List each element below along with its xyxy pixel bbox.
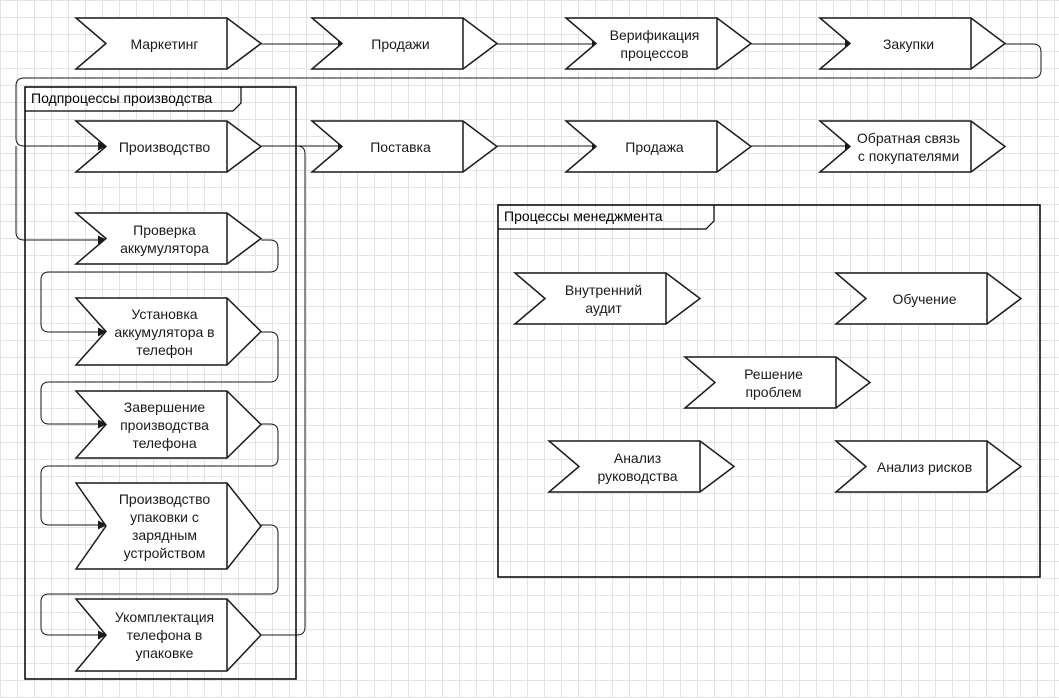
marketing-label: Маркетинг [130, 35, 199, 52]
phone-finish-label: Завершение производства телефона [120, 398, 209, 451]
sales-label: Продажи [371, 35, 430, 52]
phone-packing-label: Укомплектация телефона в упаковке [114, 609, 215, 661]
connector-battery-check-wrap [40, 239, 279, 333]
problem-solving-label: Решение проблем [744, 365, 803, 400]
purchasing-process[interactable] [817, 17, 1007, 70]
management-processes-frame [497, 204, 1041, 578]
battery-install-label: Установка аккумулятора в телефон [114, 305, 215, 358]
verification-process[interactable] [563, 17, 753, 70]
management-processes-frame-title: Процессы менеджмента [504, 208, 663, 224]
verification-label: Верификация процессов [609, 26, 700, 61]
purchasing-label: Закупки [882, 35, 935, 52]
delivery-label: Поставка [370, 138, 431, 155]
risk-analysis-process[interactable] [833, 440, 1023, 493]
delivery-process[interactable] [309, 120, 499, 173]
management-review-label: Анализ руководства [597, 449, 678, 484]
internal-audit-process[interactable] [512, 272, 702, 325]
production-process[interactable] [73, 120, 263, 173]
connector-packing-delivery [261, 145, 306, 636]
training-label: Обучение [892, 290, 957, 307]
sale-label: Продажа [625, 138, 684, 155]
problem-solving-process[interactable] [682, 356, 872, 409]
feedback-label: Обратная связь с покупателями [856, 129, 961, 164]
connector-production-battery-check [15, 146, 107, 245]
phone-finish-process[interactable] [74, 390, 263, 459]
production-label: Производство [118, 138, 211, 155]
package-production-process[interactable] [74, 482, 262, 570]
production-subprocesses-frame [24, 86, 297, 680]
production-subprocesses-frame-title: Подпроцессы производства [31, 90, 213, 106]
connector-install-wrap [40, 331, 279, 425]
connector-purchasing-wrap [15, 43, 1042, 147]
connector-package-wrap [40, 524, 279, 636]
phone-packing-process[interactable] [74, 598, 263, 672]
training-process[interactable] [833, 272, 1023, 325]
feedback-process[interactable] [817, 120, 1007, 173]
marketing-process[interactable] [73, 17, 263, 70]
internal-audit-label: Внутренний аудит [564, 281, 643, 316]
sale-process[interactable] [563, 120, 753, 173]
package-production-label: Производство упаковки с зарядным устройс… [118, 491, 211, 561]
risk-analysis-label: Анализ рисков [876, 458, 973, 475]
management-review-process[interactable] [546, 440, 736, 493]
battery-install-process[interactable] [74, 297, 263, 366]
sales-process[interactable] [309, 17, 499, 70]
battery-check-process[interactable] [73, 212, 263, 265]
connector-finish-wrap [40, 423, 279, 526]
battery-check-label: Проверка аккумулятора [120, 221, 209, 256]
